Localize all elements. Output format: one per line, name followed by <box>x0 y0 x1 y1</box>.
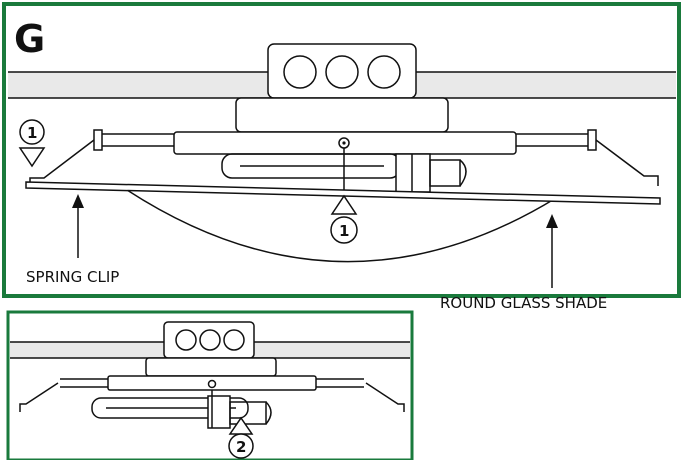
step-marker-inset: 2 <box>228 416 254 459</box>
spring-clip-leader <box>72 194 84 258</box>
glass-shade-leader <box>546 214 558 288</box>
step-marker-center: 1 <box>330 194 358 244</box>
step-letter: G <box>14 17 45 61</box>
fixture-body <box>173 97 517 155</box>
inset-junction-box <box>163 321 255 359</box>
junction-box <box>267 43 417 99</box>
step-marker-top-left: 1 <box>18 119 46 168</box>
step-marker-center-label: 1 <box>339 222 349 240</box>
left-arm <box>29 129 174 188</box>
inset-lamp-assembly <box>91 390 272 429</box>
inset-panel: 2 <box>6 310 414 460</box>
lamp-assembly <box>221 148 467 196</box>
step-marker-inset-label: 2 <box>236 438 246 456</box>
right-arm <box>516 129 659 186</box>
main-panel: G <box>2 2 681 312</box>
round-glass-shade-label: ROUND GLASS SHADE <box>440 294 607 312</box>
main-panel-border <box>2 2 681 298</box>
step-marker-top-left-label: 1 <box>27 124 37 142</box>
spring-clip-label: SPRING CLIP <box>26 268 119 286</box>
inset-fixture-body <box>19 357 405 412</box>
